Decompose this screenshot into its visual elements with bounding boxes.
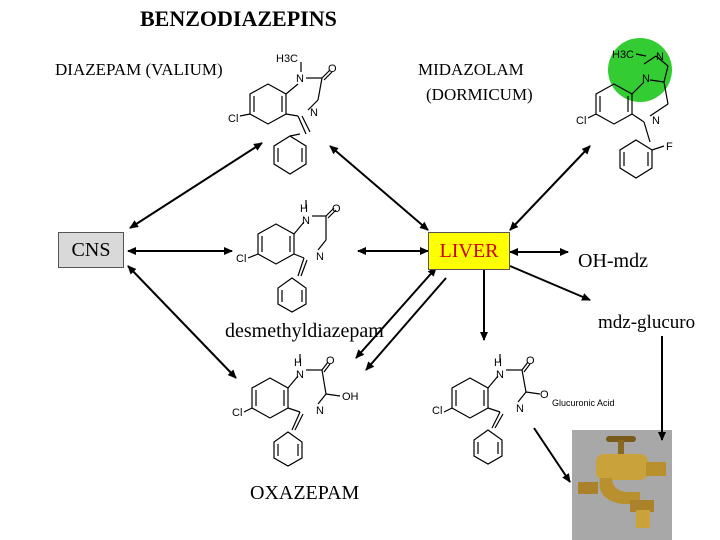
dormicum-label: (DORMICUM) [426,85,533,104]
diazepam-cl: Cl [228,113,238,125]
arrow-liver-oxazepam-2 [365,277,447,371]
oxazepam-label: OXAZEPAM [250,482,360,504]
diazepam-n4: N [310,107,318,119]
glucuronide-o-carbonyl: O [526,355,535,367]
arrow-diazepam-liver [329,145,429,231]
midazolam-f: F [666,141,673,153]
liver-box: LIVER [428,232,510,270]
arrow-midazolam-liver [509,145,591,231]
diazepam-structure [239,62,333,175]
glucuronide-n4: N [516,403,524,415]
oxazepam-glucuronide-structure [443,354,541,465]
desmethyl-cl: Cl [236,253,246,265]
desmethyldiazepam-structure [247,200,337,313]
arrow-liver-glucuro [509,265,591,301]
midazolam-methyl: H3C [612,49,634,61]
desmethyl-n1: N [302,215,310,227]
oxazepam-cl: Cl [232,407,242,419]
desmethyl-h: H [300,203,308,215]
midazolam-n-bridge: N [642,73,650,85]
midazolam-label: MIDAZOLAM [418,60,524,79]
glucuronide-h: H [494,357,502,369]
oxazepam-h: H [294,357,302,369]
arrow-liver-oxazepam-1 [355,267,437,359]
oxazepam-n4: N [316,405,324,417]
cns-box: CNS [58,232,124,268]
midazolam-n4: N [652,115,660,127]
arrows [127,142,666,483]
midazolam-cl: Cl [576,115,586,127]
page-title: BENZODIAZEPINS [140,6,337,31]
oxazepam-structure [243,354,341,467]
midazolam-structure [587,53,669,179]
oh-mdz-label: OH-mdz [578,250,648,272]
arrow-diazepam-cns [129,142,263,229]
arrow-cns-oxazepam [127,265,237,379]
oxazepam-n1: N [296,369,304,381]
glucuronide-cl: Cl [432,405,442,417]
water-tap-icon [572,430,672,540]
desmethyl-n4: N [316,251,324,263]
glucuronide-o-ether: O [540,389,549,401]
diazepam-methyl: H3C [276,53,298,65]
desmethyl-o: O [332,203,341,215]
glucuronide-n1: N [496,369,504,381]
diazepam-n1: N [296,73,304,85]
mdz-glucuro-label: mdz-glucuro [598,312,696,333]
midazolam-n-imidazole: N [656,51,664,63]
imidazole-highlight [608,38,672,102]
diazepam-label: DIAZEPAM (VALIUM) [55,60,223,79]
oxazepam-oh: OH [342,391,359,403]
arrow-glucuronide-tap [533,427,571,483]
desmethyldiazepam-label: desmethyldiazepam [225,320,384,342]
diazepam-o: O [328,63,337,75]
glucuronic-acid-label: Glucuronic Acid [552,398,615,408]
oxazepam-o: O [326,355,335,367]
